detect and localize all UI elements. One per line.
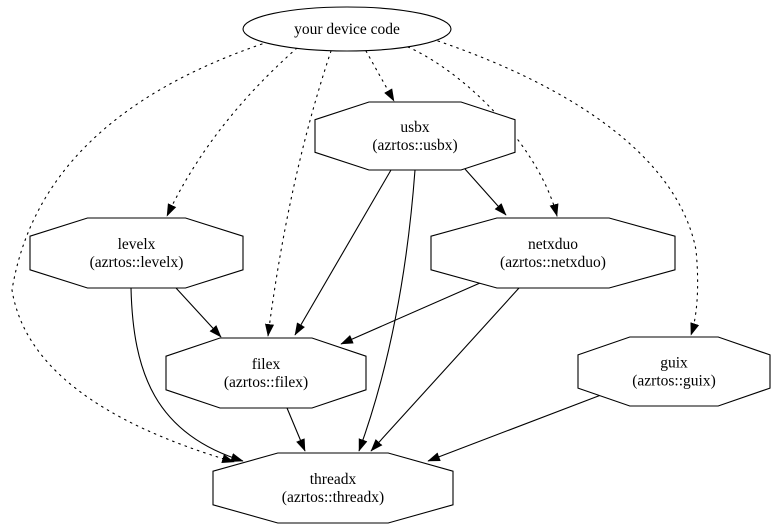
node-threadx-label: threadx bbox=[310, 471, 357, 488]
edge-device-usbx bbox=[365, 50, 395, 102]
nodes-layer: your device codeusbx(azrtos::usbx)levelx… bbox=[29, 6, 771, 524]
node-filex-shape bbox=[165, 337, 367, 409]
node-levelx-sublabel: (azrtos::levelx) bbox=[90, 254, 184, 271]
edge-usbx-netxduo bbox=[464, 168, 507, 216]
edge-usbx-filex bbox=[294, 169, 392, 336]
edge-netxduo-filex bbox=[340, 282, 481, 345]
node-netxduo-sublabel: (azrtos::netxduo) bbox=[500, 254, 606, 271]
node-usbx-sublabel: (azrtos::usbx) bbox=[372, 137, 457, 154]
edge-filex-threadx bbox=[286, 407, 306, 452]
node-guix: guix(azrtos::guix) bbox=[577, 336, 771, 407]
node-device-shape bbox=[242, 6, 452, 52]
node-netxduo-shape bbox=[430, 217, 676, 289]
node-levelx-label: levelx bbox=[118, 236, 156, 253]
node-threadx: threadx(azrtos::threadx) bbox=[212, 452, 454, 524]
node-filex-label: filex bbox=[252, 356, 281, 373]
node-guix-label: guix bbox=[660, 355, 688, 372]
node-device: your device code bbox=[242, 6, 452, 52]
node-filex-sublabel: (azrtos::filex) bbox=[224, 374, 308, 391]
edge-netxduo-threadx bbox=[370, 287, 520, 452]
node-usbx-shape bbox=[314, 101, 516, 171]
node-device-label: your device code bbox=[294, 21, 400, 38]
node-levelx-shape bbox=[29, 217, 244, 289]
node-threadx-shape bbox=[212, 452, 454, 524]
edge-device-netxduo bbox=[407, 46, 559, 217]
edge-levelx-threadx bbox=[130, 287, 244, 462]
edge-device-guix bbox=[437, 40, 700, 336]
node-usbx: usbx(azrtos::usbx) bbox=[314, 101, 516, 171]
edge-device-threadx bbox=[11, 43, 263, 463]
node-filex: filex(azrtos::filex) bbox=[165, 337, 367, 409]
edge-device-filex bbox=[265, 50, 332, 337]
edge-device-levelx bbox=[166, 47, 298, 217]
node-netxduo: netxduo(azrtos::netxduo) bbox=[430, 217, 676, 289]
node-levelx: levelx(azrtos::levelx) bbox=[29, 217, 244, 289]
node-guix-shape bbox=[577, 336, 771, 407]
edge-levelx-filex bbox=[175, 287, 222, 338]
edges-layer bbox=[11, 40, 700, 463]
node-threadx-sublabel: (azrtos::threadx) bbox=[282, 489, 384, 506]
edge-usbx-threadx bbox=[358, 169, 416, 452]
node-usbx-label: usbx bbox=[400, 119, 430, 136]
node-guix-sublabel: (azrtos::guix) bbox=[632, 373, 716, 390]
edge-guix-threadx bbox=[427, 394, 602, 462]
node-netxduo-label: netxduo bbox=[528, 236, 578, 253]
